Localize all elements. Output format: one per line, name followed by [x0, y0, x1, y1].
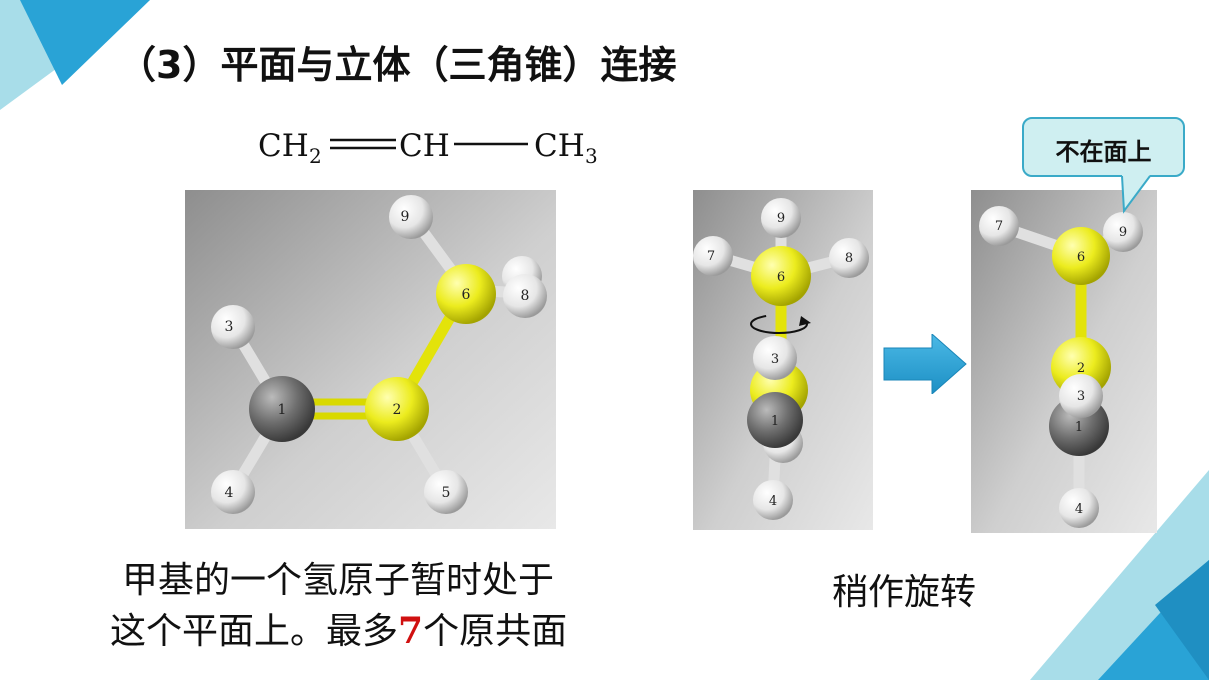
atom-label: 4 — [769, 494, 777, 509]
formula-group-ch3: CH — [534, 128, 585, 164]
hydrogen-atom-4 — [211, 470, 255, 514]
atom-label: 9 — [401, 209, 410, 225]
hydrogen-atom-5 — [424, 470, 468, 514]
atom-label: 7 — [707, 249, 715, 264]
formula-sub-2: 2 — [309, 144, 322, 168]
atom-label: 2 — [1077, 361, 1085, 376]
corner-shape-bottom-right-accent — [1155, 560, 1209, 680]
hydrogen-atom-3 — [211, 305, 255, 349]
molecule-model-left: 1 2 3 4 5 6 8 9 — [185, 190, 556, 529]
hydrogen-atom-4 — [753, 480, 793, 520]
molecule-model-middle: 9 7 8 6 3 1 4 — [693, 190, 873, 530]
carbon-atom-2 — [365, 377, 429, 441]
caption-left-line1: 甲基的一个氢原子暂时处于 — [122, 560, 555, 601]
atom-label: 3 — [225, 319, 234, 335]
atom-label: 3 — [771, 352, 779, 367]
hydrogen-atom-3 — [1059, 374, 1103, 418]
hydrogen-atom-3 — [753, 336, 797, 380]
hydrogen-atom-9 — [761, 198, 801, 238]
carbon-atom-6 — [436, 264, 496, 324]
atom-label: 3 — [1077, 389, 1085, 404]
hydrogen-atom-4 — [1059, 488, 1099, 528]
atom-label: 4 — [1075, 502, 1083, 517]
atom-label: 9 — [777, 211, 785, 226]
max-atom-count: 7 — [398, 610, 424, 652]
atom-label: 8 — [521, 288, 530, 304]
hydrogen-atom-9 — [389, 195, 433, 239]
caption-left: 甲基的一个氢原子暂时处于 这个平面上。最多7个原共面 — [110, 556, 568, 657]
slide-title: （3）平面与立体（三角锥）连接 — [118, 43, 677, 87]
callout-tail — [1121, 175, 1151, 214]
carbon-atom-6 — [1052, 227, 1110, 285]
structural-formula: CH 2 CH CH 3 — [258, 128, 598, 168]
hydrogen-atom-7 — [693, 236, 733, 276]
rotation-arrow-icon — [750, 314, 811, 334]
formula-group-ch2: CH — [258, 128, 309, 164]
atom-label: 1 — [771, 414, 779, 429]
hydrogen-atom-7 — [979, 206, 1019, 246]
atom-label: 9 — [1119, 225, 1127, 240]
atom-label: 1 — [1075, 420, 1083, 435]
carbon-atom-1 — [747, 392, 803, 448]
hydrogen-atom-8 — [503, 274, 547, 318]
callout-bubble: 不在面上 — [1022, 117, 1185, 177]
caption-left-line2: 这个平面上。最多7个原共面 — [110, 606, 568, 657]
right-arrow-icon — [883, 334, 967, 394]
atom-label: 8 — [845, 251, 853, 266]
callout-text: 不在面上 — [1055, 138, 1152, 166]
caption-right: 稍作旋转 — [832, 572, 977, 613]
hydrogen-atom-8 — [829, 238, 869, 278]
atom-label: 4 — [225, 485, 234, 501]
carbon-atom-6 — [751, 246, 811, 306]
corner-shape-top-left-dark — [20, 0, 150, 85]
atom-label: 6 — [462, 287, 471, 303]
carbon-atom-1 — [249, 376, 315, 442]
caption-left-line2-post: 个原共面 — [423, 611, 568, 652]
formula-sub-3: 3 — [585, 144, 598, 168]
atom-label: 7 — [995, 219, 1003, 234]
molecule-model-right: 7 9 6 2 3 1 4 — [971, 190, 1157, 533]
atom-label: 2 — [393, 402, 402, 418]
atom-label: 5 — [442, 485, 451, 501]
atom-label: 6 — [777, 270, 785, 285]
formula-group-ch: CH — [399, 128, 450, 164]
atom-label: 6 — [1077, 250, 1085, 265]
hydrogen-atom-9 — [1103, 212, 1143, 252]
caption-left-line2-pre: 这个平面上。最多 — [110, 611, 399, 652]
atom-label: 1 — [278, 402, 287, 418]
